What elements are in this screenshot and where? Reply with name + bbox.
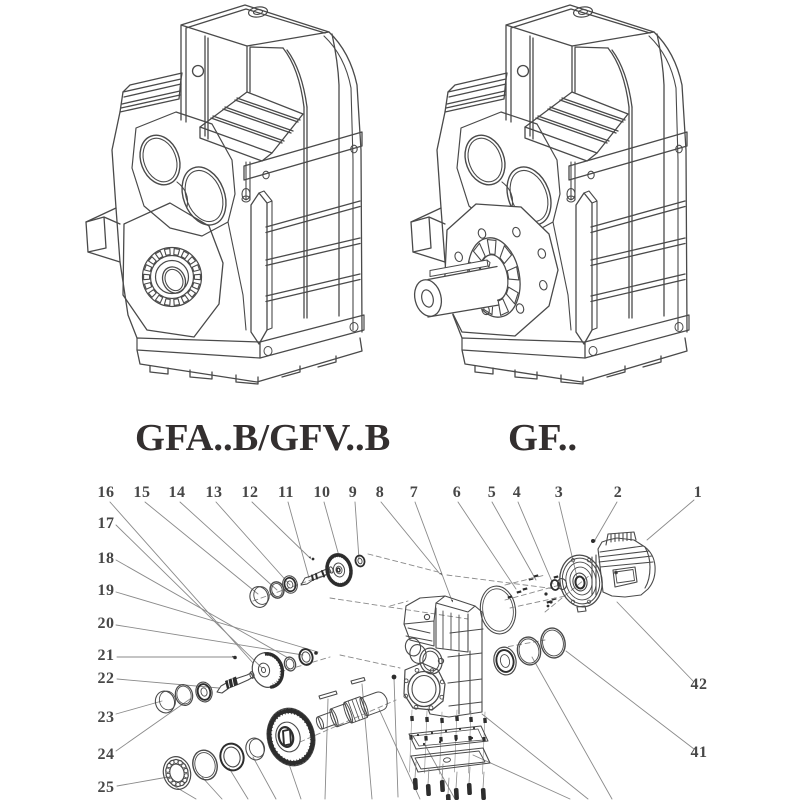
svg-text:14: 14 bbox=[169, 484, 186, 501]
svg-text:10: 10 bbox=[314, 484, 331, 501]
svg-text:12: 12 bbox=[242, 484, 259, 501]
svg-text:42: 42 bbox=[691, 676, 708, 693]
svg-text:21: 21 bbox=[98, 647, 115, 664]
svg-text:5: 5 bbox=[488, 484, 497, 501]
svg-text:19: 19 bbox=[98, 582, 115, 599]
svg-text:24: 24 bbox=[98, 746, 115, 763]
svg-text:2: 2 bbox=[614, 484, 623, 501]
svg-text:6: 6 bbox=[453, 484, 462, 501]
svg-text:8: 8 bbox=[376, 484, 385, 501]
svg-text:18: 18 bbox=[98, 550, 115, 567]
svg-text:11: 11 bbox=[278, 484, 294, 501]
svg-text:GF..: GF.. bbox=[508, 417, 577, 459]
svg-text:41: 41 bbox=[691, 744, 708, 761]
svg-text:15: 15 bbox=[134, 484, 151, 501]
svg-text:7: 7 bbox=[410, 484, 419, 501]
svg-text:17: 17 bbox=[98, 515, 115, 532]
svg-text:20: 20 bbox=[98, 615, 115, 632]
svg-text:1: 1 bbox=[694, 484, 703, 501]
svg-text:9: 9 bbox=[349, 484, 358, 501]
svg-text:25: 25 bbox=[98, 779, 115, 796]
svg-text:23: 23 bbox=[98, 709, 115, 726]
svg-text:13: 13 bbox=[206, 484, 223, 501]
svg-text:22: 22 bbox=[98, 670, 115, 687]
svg-text:4: 4 bbox=[513, 484, 522, 501]
svg-text:16: 16 bbox=[98, 484, 115, 501]
svg-text:3: 3 bbox=[555, 484, 564, 501]
svg-text:GFA..B/GFV..B: GFA..B/GFV..B bbox=[135, 417, 390, 459]
